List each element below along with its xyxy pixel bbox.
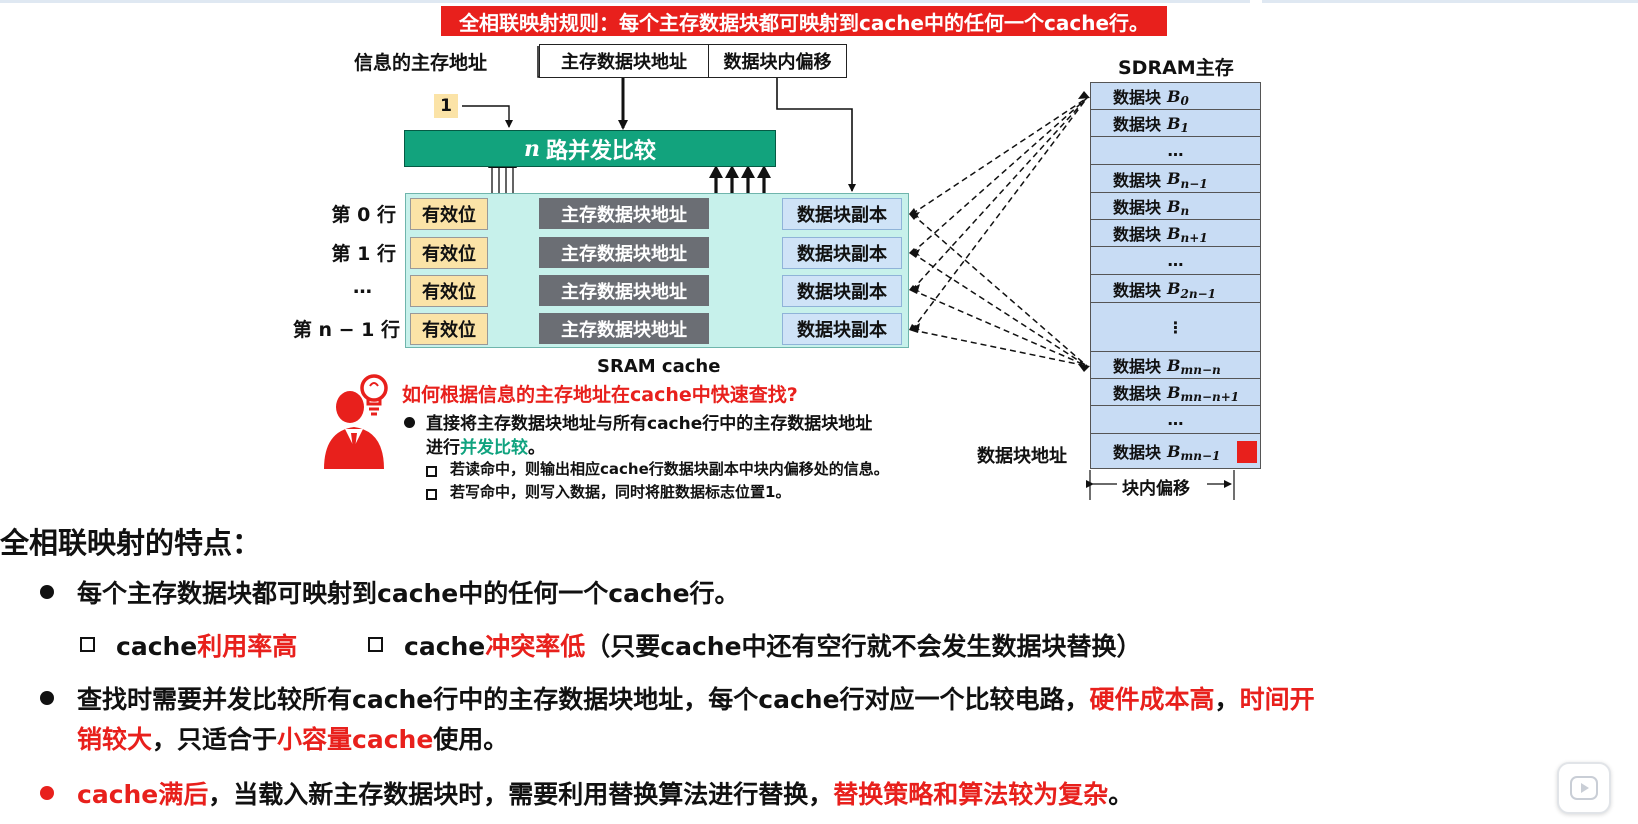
tag-address-cell: 主存数据块地址 bbox=[539, 198, 709, 229]
valid-bit-cell: 有效位 bbox=[410, 198, 488, 230]
feature-item-2-line2: 销较大，只适合于小容量cache使用。 bbox=[77, 725, 509, 754]
compare-n: n bbox=[523, 135, 540, 162]
person-icon bbox=[324, 391, 384, 469]
feature-item-2-line1: 查找时需要并发比较所有cache行中的主存数据块地址，每个cache行对应一个比… bbox=[77, 685, 1315, 714]
lightbulb-icon bbox=[360, 374, 388, 416]
offset-highlight-square bbox=[1237, 441, 1257, 463]
checkbox-icon bbox=[368, 637, 383, 656]
bullet-dot bbox=[404, 413, 415, 432]
sdram-title: SDRAM主存 bbox=[1118, 57, 1234, 79]
top-decoration-line-right bbox=[1262, 0, 1638, 3]
rule-banner: 全相联映射规则：每个主存数据块都可映射到cache中的任何一个cache行。 bbox=[441, 6, 1167, 36]
block-address-label: 数据块地址 bbox=[977, 446, 1067, 467]
data-copy-cell: 数据块副本 bbox=[782, 237, 902, 269]
data-copy-cell: 数据块副本 bbox=[782, 275, 902, 307]
write-hit-note: 若写命中，则写入数据，同时将脏数据标志位置1。 bbox=[450, 483, 791, 501]
explain-bullet-line2: 进行并发比较。 bbox=[426, 438, 545, 458]
explain-bullet-line1: 直接将主存数据块地址与所有cache行中的主存数据块地址 bbox=[426, 414, 873, 434]
top-decoration-line bbox=[0, 0, 1250, 3]
play-button[interactable] bbox=[1557, 762, 1611, 814]
feature-sub-b: cache冲突率低（只要cache中还有空行就不会发生数据块替换） bbox=[404, 632, 1142, 661]
sram-cache-label: SRAM cache bbox=[597, 356, 721, 377]
memory-ellipsis: … bbox=[1091, 137, 1260, 165]
features-heading: 全相联映射的特点： bbox=[0, 526, 262, 560]
checkbox-icon bbox=[426, 485, 437, 504]
feature-item-3: cache满后，当载入新主存数据块时，需要利用替换算法进行替换，替换策略和算法较… bbox=[77, 780, 1134, 809]
valid-bit-cell: 有效位 bbox=[410, 275, 488, 307]
tag-address-cell: 主存数据块地址 bbox=[539, 237, 709, 268]
address-block-field: 主存数据块地址 bbox=[539, 44, 709, 78]
checkbox-icon bbox=[80, 637, 95, 656]
block-offset-label: 块内偏移 bbox=[1122, 479, 1190, 499]
memory-ellipsis: … bbox=[1091, 406, 1260, 434]
checkbox-icon bbox=[426, 462, 437, 481]
bullet-dot bbox=[40, 584, 54, 603]
valid-bit-cell: 有效位 bbox=[410, 313, 488, 345]
data-copy-cell: 数据块副本 bbox=[782, 198, 902, 230]
row-label-0: 第 0 行 bbox=[331, 204, 396, 226]
parallel-compare-bar: n 路并发比较 bbox=[404, 130, 776, 167]
row-label-2: … bbox=[353, 276, 372, 298]
constant-one-badge: 1 bbox=[434, 94, 458, 118]
tag-address-cell: 主存数据块地址 bbox=[539, 275, 709, 306]
read-hit-note: 若读命中，则输出相应cache行数据块副本中块内偏移处的信息。 bbox=[450, 460, 889, 478]
feature-sub-a: cache利用率高 bbox=[116, 632, 298, 661]
row-label-3: 第 n − 1 行 bbox=[292, 319, 400, 341]
main-address-label: 信息的主存地址 bbox=[354, 52, 488, 74]
row-label-1: 第 1 行 bbox=[331, 243, 396, 265]
bullet-dot bbox=[40, 690, 54, 709]
data-copy-cell: 数据块副本 bbox=[782, 313, 902, 345]
lookup-question: 如何根据信息的主存地址在cache中快速查找? bbox=[402, 384, 798, 406]
compare-label: 路并发比较 bbox=[545, 138, 656, 164]
bullet-dot-red bbox=[40, 785, 54, 804]
memory-vertical-ellipsis: ⋮ bbox=[1091, 303, 1260, 352]
memory-ellipsis: … bbox=[1091, 247, 1260, 275]
tag-address-cell: 主存数据块地址 bbox=[539, 313, 709, 344]
feature-item-1: 每个主存数据块都可映射到cache中的任何一个cache行。 bbox=[77, 579, 740, 608]
valid-bit-cell: 有效位 bbox=[410, 237, 488, 269]
play-icon bbox=[1570, 776, 1598, 800]
address-offset-field: 数据块内偏移 bbox=[708, 44, 847, 78]
